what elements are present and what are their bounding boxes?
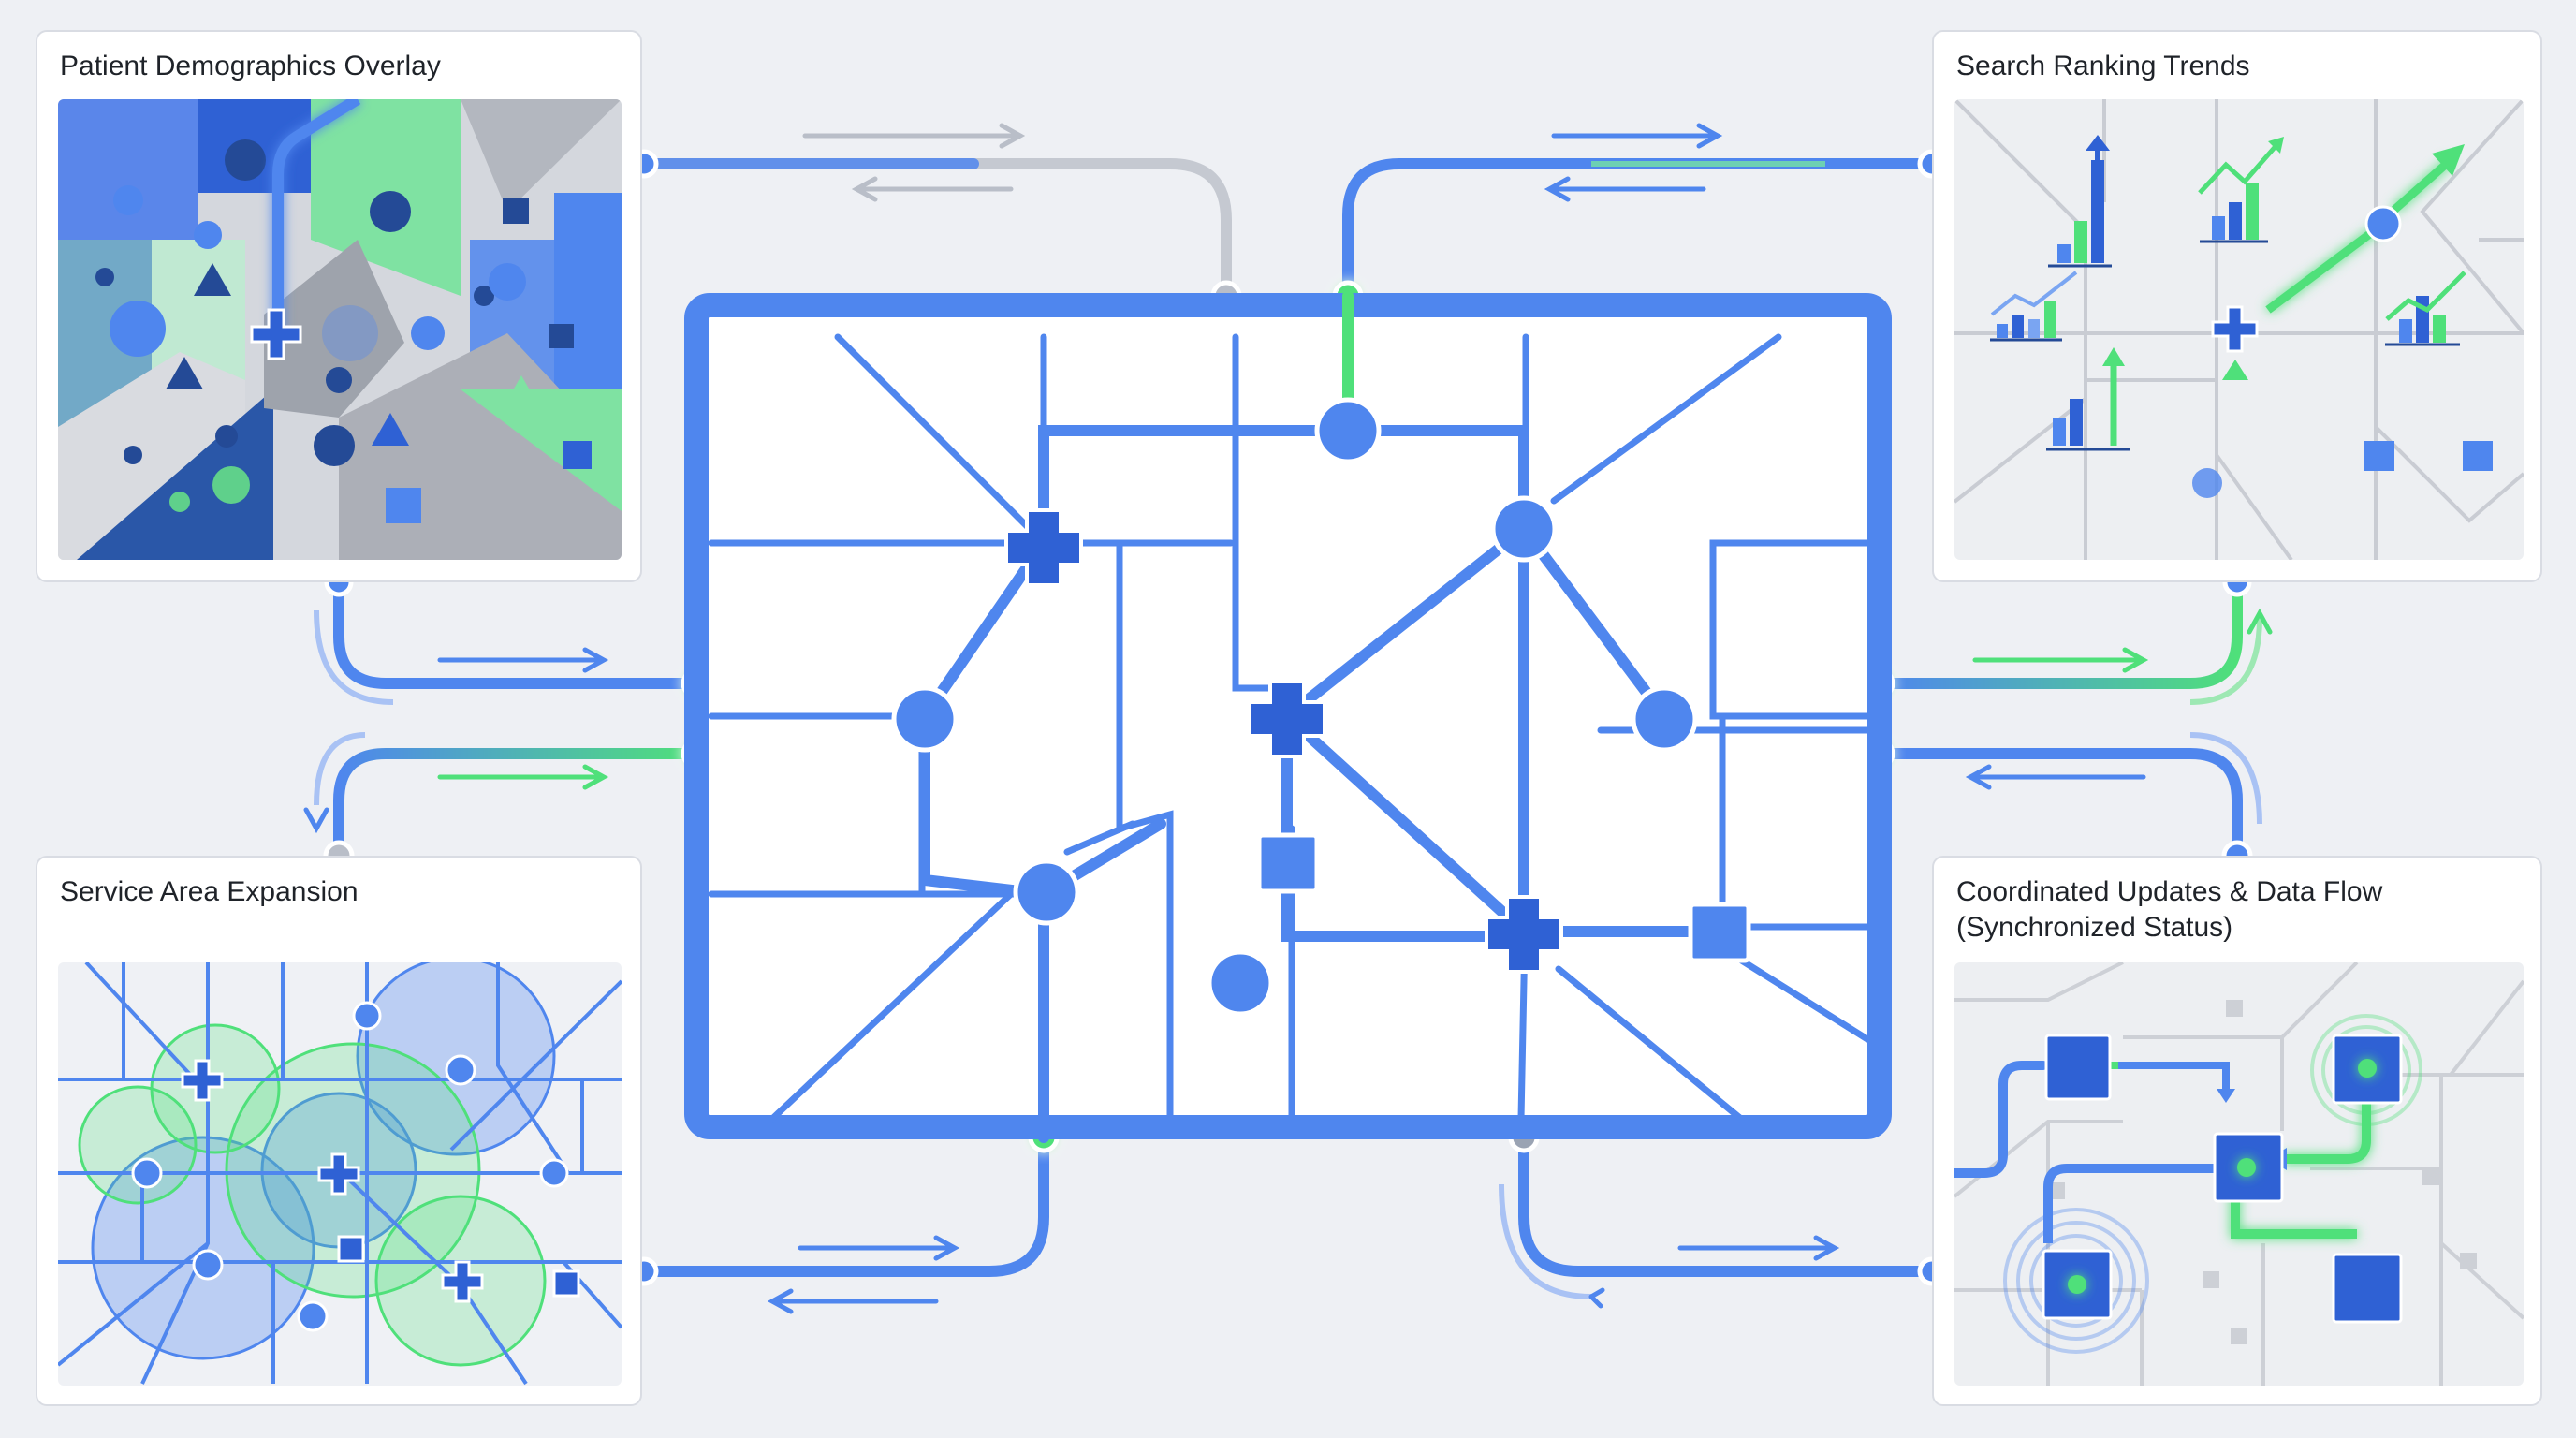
panel-coordinated-updates: Coordinated Updates & Data Flow (Synchro… <box>1932 856 2542 1406</box>
flow-arrow-icon <box>802 123 1026 202</box>
panel-patient-demographics: Patient Demographics Overlay <box>36 30 642 582</box>
panel-title: Patient Demographics Overlay <box>60 51 441 81</box>
trend-chart-icon <box>2198 137 2284 243</box>
flow-arrow-icon <box>767 1235 960 1314</box>
flow-arrow-icon <box>1544 123 1723 202</box>
trend-chart-icon <box>1990 271 2078 342</box>
connector-left-middle <box>303 567 712 872</box>
trend-chart-icon <box>2046 347 2130 451</box>
connector-right-middle <box>1864 567 2273 872</box>
search-trends-map <box>1954 99 2524 560</box>
flow-arrow-icon <box>1965 608 2273 790</box>
connector-top-left <box>629 123 1242 312</box>
connector-bottom-right <box>1499 1122 1947 1309</box>
medical-cross-icon <box>2211 305 2259 353</box>
medical-cross-icon <box>250 308 302 360</box>
service-area-map <box>58 962 622 1386</box>
connector-bottom-left <box>629 1122 1060 1314</box>
demographics-map <box>58 99 622 560</box>
panel-title: Search Ranking Trends <box>1956 51 2250 81</box>
panel-title: Coordinated Updates & Data Flow (Synchro… <box>1956 876 2383 943</box>
trend-chart-icon <box>2385 271 2466 346</box>
flow-arrow-icon <box>303 647 609 834</box>
panel-search-ranking: Search Ranking Trends <box>1932 30 2542 582</box>
connector-top-right <box>1332 123 1947 312</box>
trend-chart-icon <box>2048 135 2112 268</box>
flow-arrow-icon <box>1588 1235 1840 1309</box>
medical-cross-icon <box>181 1059 484 1303</box>
panel-title: Service Area Expansion <box>60 876 359 907</box>
panel-service-area: Service Area Expansion <box>36 856 642 1406</box>
data-flow-map <box>1954 962 2524 1386</box>
